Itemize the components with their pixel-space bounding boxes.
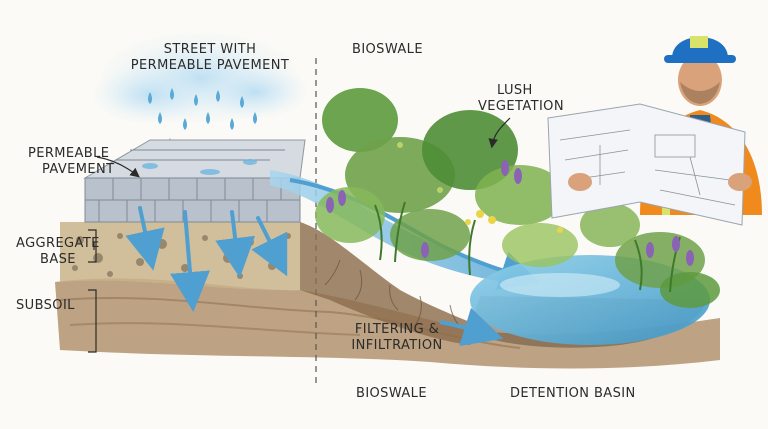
callout-pointers <box>88 117 511 353</box>
lush-label-line2: VEGETATION <box>478 99 564 114</box>
filtering-label-line2: INFILTRATION <box>351 338 443 353</box>
permeable-label-line2: PAVEMENT <box>42 162 115 177</box>
engineer-with-blueprint-icon <box>547 36 762 226</box>
subsoil-label: SUBSOIL <box>16 298 75 313</box>
permeable-label-line1: PERMEABLE <box>28 146 110 161</box>
rain-cloud <box>90 30 310 126</box>
vegetation <box>315 88 720 308</box>
street-label-line2: PERMEABLE PAVEMENT <box>130 58 290 73</box>
street-label-line1: STREET WITH <box>163 42 257 57</box>
aggregate-label-line2: BASE <box>40 252 76 267</box>
bioswale-top-label: BIOSWALE <box>352 42 423 57</box>
hardhat-badge-icon <box>690 36 708 48</box>
lush-label-line1: LUSH <box>497 83 533 98</box>
aggregate-label-line1: AGGREGATE <box>16 236 100 251</box>
bioswale-slope <box>300 222 480 345</box>
bioswale-bottom-label: BIOSWALE <box>356 386 427 401</box>
permeable-pavement <box>83 139 306 223</box>
detention-basin-label: DETENTION BASIN <box>510 386 636 401</box>
filtering-arrow <box>439 307 504 347</box>
plant-roots <box>324 259 461 328</box>
filtering-label-line1: FILTERING & <box>354 322 440 337</box>
infiltration-arrows <box>125 206 288 312</box>
